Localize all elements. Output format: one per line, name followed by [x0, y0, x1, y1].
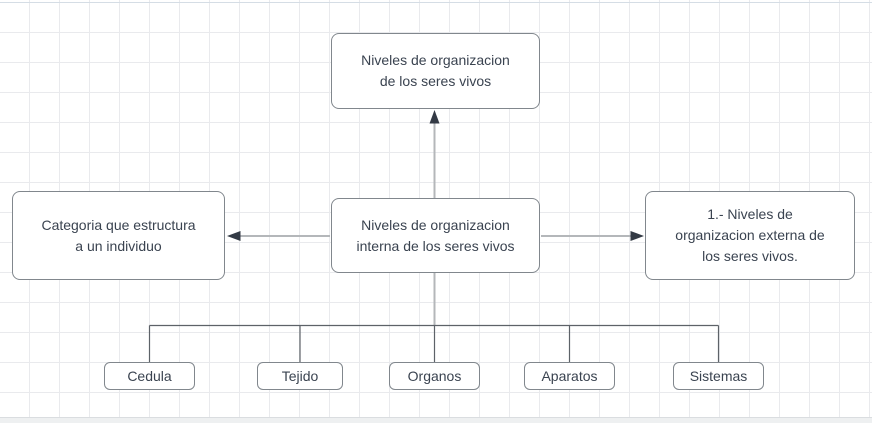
node-left[interactable]: Categoria que estructura a un individuo: [12, 191, 225, 280]
node-center[interactable]: Niveles de organizacion interna de los s…: [331, 198, 540, 273]
node-child-cedula[interactable]: Cedula: [104, 362, 195, 390]
node-child-label: Tejido: [281, 368, 319, 384]
outside-page-area: [0, 417, 872, 423]
node-left-label: Categoria que estructura a un individuo: [41, 216, 196, 254]
node-child-label: Cedula: [127, 368, 172, 384]
node-right-label: 1.- Niveles de organizacion externa de l…: [675, 206, 825, 264]
edge-center-to-left[interactable]: [227, 231, 330, 241]
node-child-label: Sistemas: [689, 368, 748, 384]
node-top[interactable]: Niveles de organizacion de los seres viv…: [331, 33, 540, 109]
node-child-tejido[interactable]: Tejido: [257, 362, 343, 390]
node-right[interactable]: 1.- Niveles de organizacion externa de l…: [645, 191, 855, 280]
node-top-label: Niveles de organizacion de los seres viv…: [361, 52, 510, 89]
page-top-border: [0, 2, 872, 3]
tree-connector[interactable]: [148, 324, 720, 363]
node-child-sistemas[interactable]: Sistemas: [673, 362, 764, 390]
node-child-aparatos[interactable]: Aparatos: [524, 362, 615, 390]
node-center-label: Niveles de organizacion interna de los s…: [356, 216, 515, 254]
arrowhead-left-icon: [227, 231, 241, 241]
arrowhead-up-icon: [429, 110, 440, 124]
node-child-label: Organos: [407, 368, 462, 384]
node-child-label: Aparatos: [541, 368, 598, 384]
edge-center-to-top[interactable]: [429, 110, 440, 198]
edge-center-to-right[interactable]: [541, 231, 644, 241]
arrowhead-right-icon: [630, 231, 644, 241]
node-child-organos[interactable]: Organos: [389, 362, 480, 390]
